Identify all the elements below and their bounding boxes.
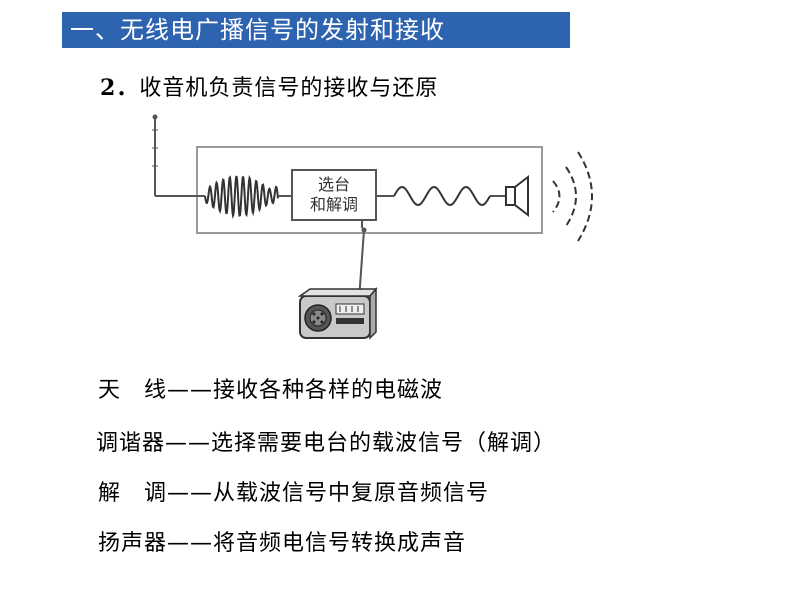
sound-waves-icon bbox=[552, 151, 593, 242]
definition-dash: —— bbox=[167, 481, 214, 506]
definition-desc: 将音频电信号转换成声音 bbox=[213, 531, 467, 556]
definition-term: 天 线 bbox=[98, 378, 168, 403]
tuner-label-line2: 和解调 bbox=[309, 195, 358, 214]
definition-tuner: 调谐器——选择需要电台的载波信号（解调） bbox=[96, 425, 556, 457]
definition-term: 解 调 bbox=[98, 481, 168, 506]
definition-speaker: 扬声器——将音频电信号转换成声音 bbox=[98, 525, 466, 557]
section-number: 2． bbox=[100, 75, 140, 101]
definition-desc: 从载波信号中复原音频信号 bbox=[213, 481, 490, 506]
section-heading: 2．收音机负责信号的接收与还原 bbox=[100, 70, 438, 102]
speaker-icon bbox=[505, 174, 529, 218]
definition-dash: —— bbox=[167, 531, 214, 556]
receiver-frame bbox=[196, 146, 543, 234]
definition-dash: —— bbox=[167, 378, 214, 403]
definition-antenna: 天 线——接收各种各样的电磁波 bbox=[98, 372, 443, 404]
section-title: 收音机负责信号的接收与还原 bbox=[139, 76, 439, 101]
definition-demodulation: 解 调——从载波信号中复原音频信号 bbox=[98, 475, 489, 507]
slide-title: 一、无线电广播信号的发射和接收 bbox=[62, 12, 570, 48]
definition-desc: 接收各种各样的电磁波 bbox=[213, 378, 444, 403]
carrier-wave-signal bbox=[204, 174, 279, 220]
radio-icon bbox=[297, 286, 378, 340]
definition-term: 扬声器 bbox=[98, 531, 168, 556]
definition-dash: —— bbox=[165, 431, 212, 456]
audio-wave-signal bbox=[393, 185, 491, 207]
tuner-label-line1: 选台 bbox=[317, 175, 350, 194]
definition-term: 调谐器 bbox=[96, 431, 166, 456]
definition-desc: 选择需要电台的载波信号（解调） bbox=[211, 431, 557, 456]
antenna-icon bbox=[152, 114, 205, 197]
